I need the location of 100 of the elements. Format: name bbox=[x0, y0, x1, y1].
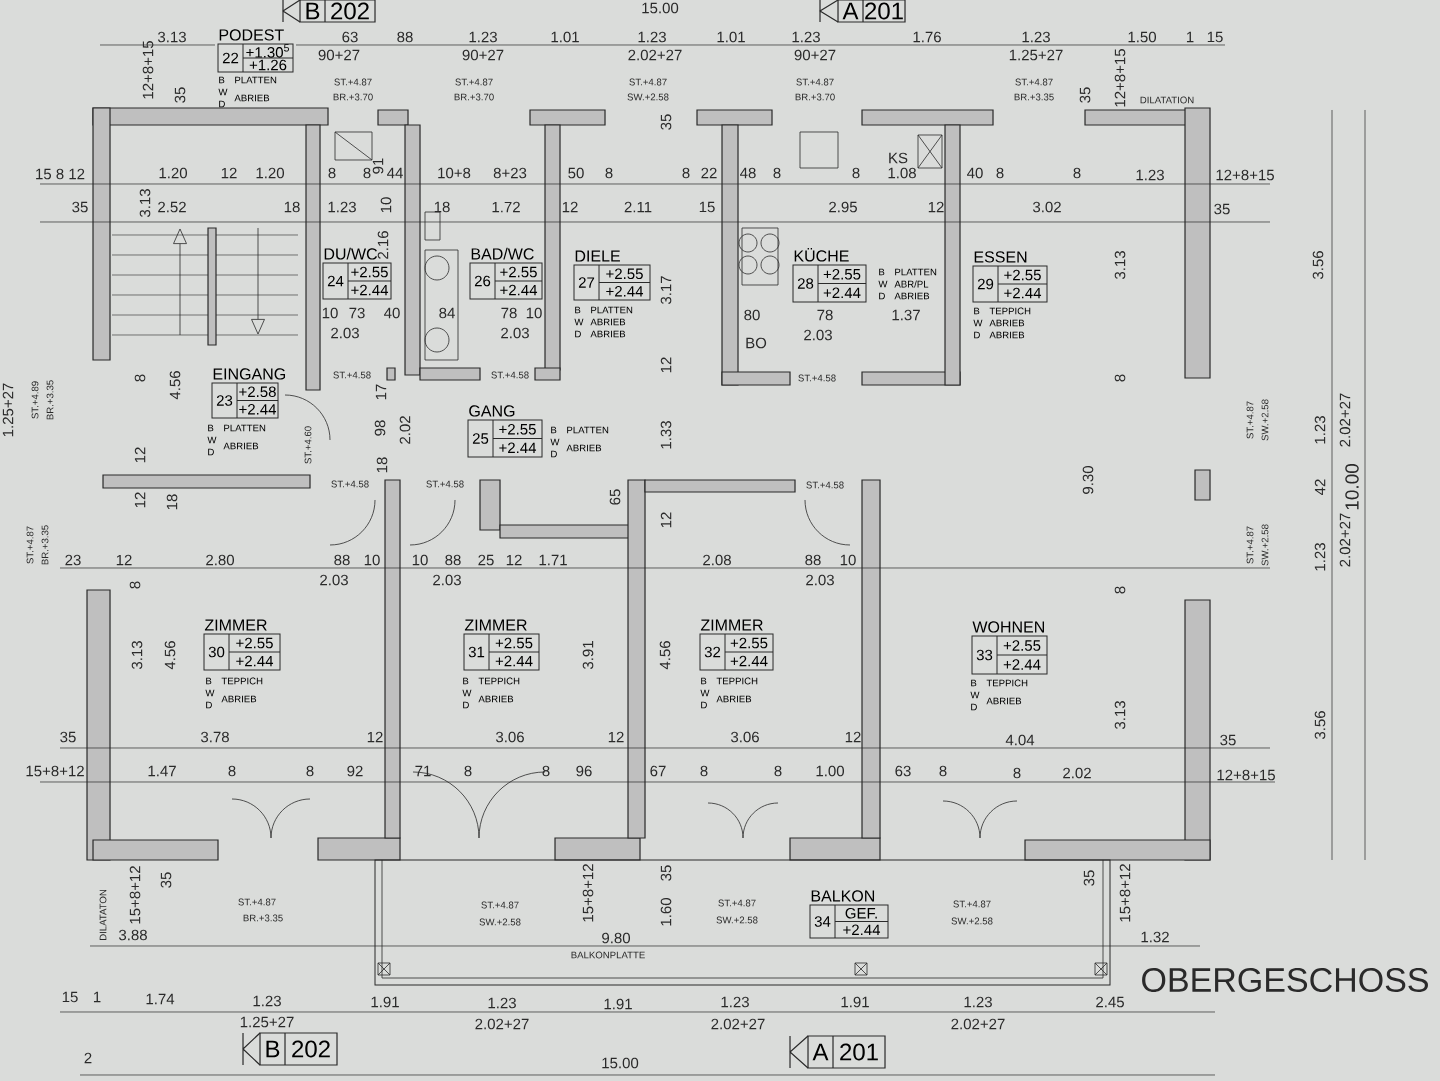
dimension-label: 35 bbox=[1083, 870, 1095, 886]
note-label: BR.+3.70 bbox=[454, 93, 494, 101]
dimension-label: 12 bbox=[928, 201, 944, 213]
dimension-label: 2.03 bbox=[804, 329, 832, 341]
node-label: TEPPICH bbox=[986, 679, 1028, 687]
dimension-label: 40 bbox=[384, 307, 400, 319]
dimension-label: 12 bbox=[660, 357, 672, 373]
note-label: ST.+4.87 bbox=[718, 899, 756, 907]
dimension-label: 15+8+12 bbox=[582, 864, 594, 922]
dimension-label: 88 bbox=[805, 554, 821, 566]
floor-finish-note: B W D TEPPICH ABRIEB ABRIEB bbox=[973, 307, 1031, 339]
node-label: ABRIEB bbox=[590, 330, 626, 338]
dimension-label: 2.95 bbox=[829, 201, 857, 213]
dimension-label: 10 bbox=[840, 554, 856, 566]
dimension-label: 1.20 bbox=[256, 167, 284, 179]
dimension-label: 3.56 bbox=[1312, 251, 1324, 280]
room-name: ESSEN bbox=[974, 251, 1027, 263]
note-label: ST.+4.87 bbox=[953, 900, 991, 908]
dimension-label: 12 bbox=[367, 731, 383, 743]
dimension-label: 88 bbox=[445, 554, 461, 566]
node-label: B bbox=[879, 268, 885, 276]
dimension-label: 1.23 bbox=[964, 996, 992, 1008]
dimension-label: 2.02+27 bbox=[951, 1018, 1005, 1030]
dimension-label: 8 bbox=[682, 167, 690, 179]
dimension-label: 15.00 bbox=[602, 1057, 639, 1069]
note-label: BR.+3.35 bbox=[41, 525, 49, 565]
room-tag: 31 +2.55 +2.44 bbox=[463, 633, 540, 671]
note-label: DILATATON bbox=[99, 890, 107, 940]
dimension-label: 2 bbox=[84, 1052, 92, 1064]
node-label: D bbox=[206, 701, 212, 709]
floor-finish-note: B W D TEPPICH ABRIEB bbox=[700, 677, 758, 709]
dimension-label: KS bbox=[889, 152, 908, 164]
floor-finish-note: B W D TEPPICH ABRIEB bbox=[462, 677, 520, 709]
node-label: D bbox=[219, 100, 225, 108]
note-label: BR.+3.35 bbox=[243, 914, 283, 922]
node-label: B bbox=[219, 76, 225, 84]
dimension-label: 12 bbox=[506, 554, 522, 566]
note-label: ST.+4.58 bbox=[491, 371, 529, 379]
dimension-label: 3.06 bbox=[731, 731, 759, 743]
room-tag: 26 +2.55 +2.44 bbox=[469, 262, 543, 300]
dimension-label: 10+8 bbox=[438, 167, 471, 179]
dimension-label: 1.76 bbox=[913, 31, 941, 43]
dimension-label: 8 bbox=[852, 167, 860, 179]
dimension-label: 1.20 bbox=[159, 167, 187, 179]
dimension-label: 1 bbox=[93, 991, 101, 1003]
dimension-label: 98 bbox=[374, 420, 386, 436]
dimension-label: 8+23 bbox=[493, 167, 527, 179]
node-label: ABR/PL bbox=[894, 280, 929, 288]
dimension-label: 92 bbox=[347, 765, 363, 777]
dimension-label: 18 bbox=[284, 201, 300, 213]
dimension-label: 35 bbox=[1214, 203, 1230, 215]
floor-finish-note: B W D PLATTEN ABR/PL ABRIEB bbox=[878, 268, 937, 300]
dimension-label: 1.37 bbox=[892, 309, 920, 321]
note-label: SW.+2.58 bbox=[1261, 399, 1269, 441]
dimension-label: 1.23 bbox=[488, 997, 516, 1009]
node-label: W bbox=[574, 318, 584, 326]
note-label: ST.+4.87 bbox=[334, 78, 372, 86]
dimension-label: 2.16 bbox=[377, 231, 389, 259]
dimension-label: 90+27 bbox=[462, 49, 504, 61]
dimension-label: 12+8+15 bbox=[1217, 769, 1275, 781]
dimension-label: 42 bbox=[1314, 479, 1326, 495]
node-label: W bbox=[878, 280, 888, 288]
dimension-label: 2.02+27 bbox=[1339, 393, 1351, 447]
dimension-label: 3.78 bbox=[201, 731, 229, 743]
node-label: D bbox=[551, 450, 557, 458]
node-label: PLATTEN bbox=[895, 268, 937, 276]
dimension-label: 88 bbox=[334, 554, 350, 566]
dimension-label: 12+8+15 bbox=[1114, 49, 1126, 107]
floor-finish-note: B W D PLATTEN ABRIEB bbox=[550, 426, 609, 458]
dimension-label: 8 bbox=[1114, 586, 1126, 594]
dimension-label: 2.03 bbox=[806, 574, 834, 586]
room-name: KÜCHE bbox=[794, 248, 849, 262]
dimension-label: 88 bbox=[397, 31, 413, 43]
node-label: W bbox=[207, 436, 217, 444]
dimension-label: 2.80 bbox=[206, 554, 234, 566]
note-label: ST.+4.87 bbox=[26, 526, 34, 564]
dimension-label: 1.91 bbox=[841, 996, 869, 1008]
dimension-label: 2.45 bbox=[1096, 996, 1124, 1008]
dimension-label: 2.02+27 bbox=[628, 49, 682, 61]
dimension-label: 2.03 bbox=[331, 327, 359, 339]
node-label: B bbox=[971, 679, 977, 687]
node-label: D bbox=[463, 701, 469, 709]
dimension-label: 35 bbox=[174, 87, 186, 103]
room-tag: 24 +2.55 +2.44 bbox=[322, 262, 392, 300]
node-label: D bbox=[701, 701, 707, 709]
dimension-label: 2.02+27 bbox=[711, 1018, 765, 1030]
dimension-label: 3.88 bbox=[119, 929, 147, 941]
dimension-label: 3.13 bbox=[1114, 701, 1126, 730]
note-label: DILATATION bbox=[1140, 96, 1194, 104]
room-name: DU/WC bbox=[324, 247, 377, 260]
dimension-label: 35 bbox=[60, 731, 76, 743]
dimension-label: 96 bbox=[576, 765, 592, 777]
room-tag: 32 +2.55 +2.44 bbox=[699, 633, 774, 671]
note-label: ST.+4.60 bbox=[304, 426, 312, 464]
dimension-label: 1.72 bbox=[492, 201, 520, 213]
dimension-label: 15 bbox=[1207, 31, 1223, 43]
note-label: BR.+3.35 bbox=[46, 380, 54, 420]
dimension-label: 1.23 bbox=[1314, 543, 1326, 571]
dimension-label: 35 bbox=[1079, 87, 1091, 103]
node-label: W bbox=[205, 689, 215, 697]
